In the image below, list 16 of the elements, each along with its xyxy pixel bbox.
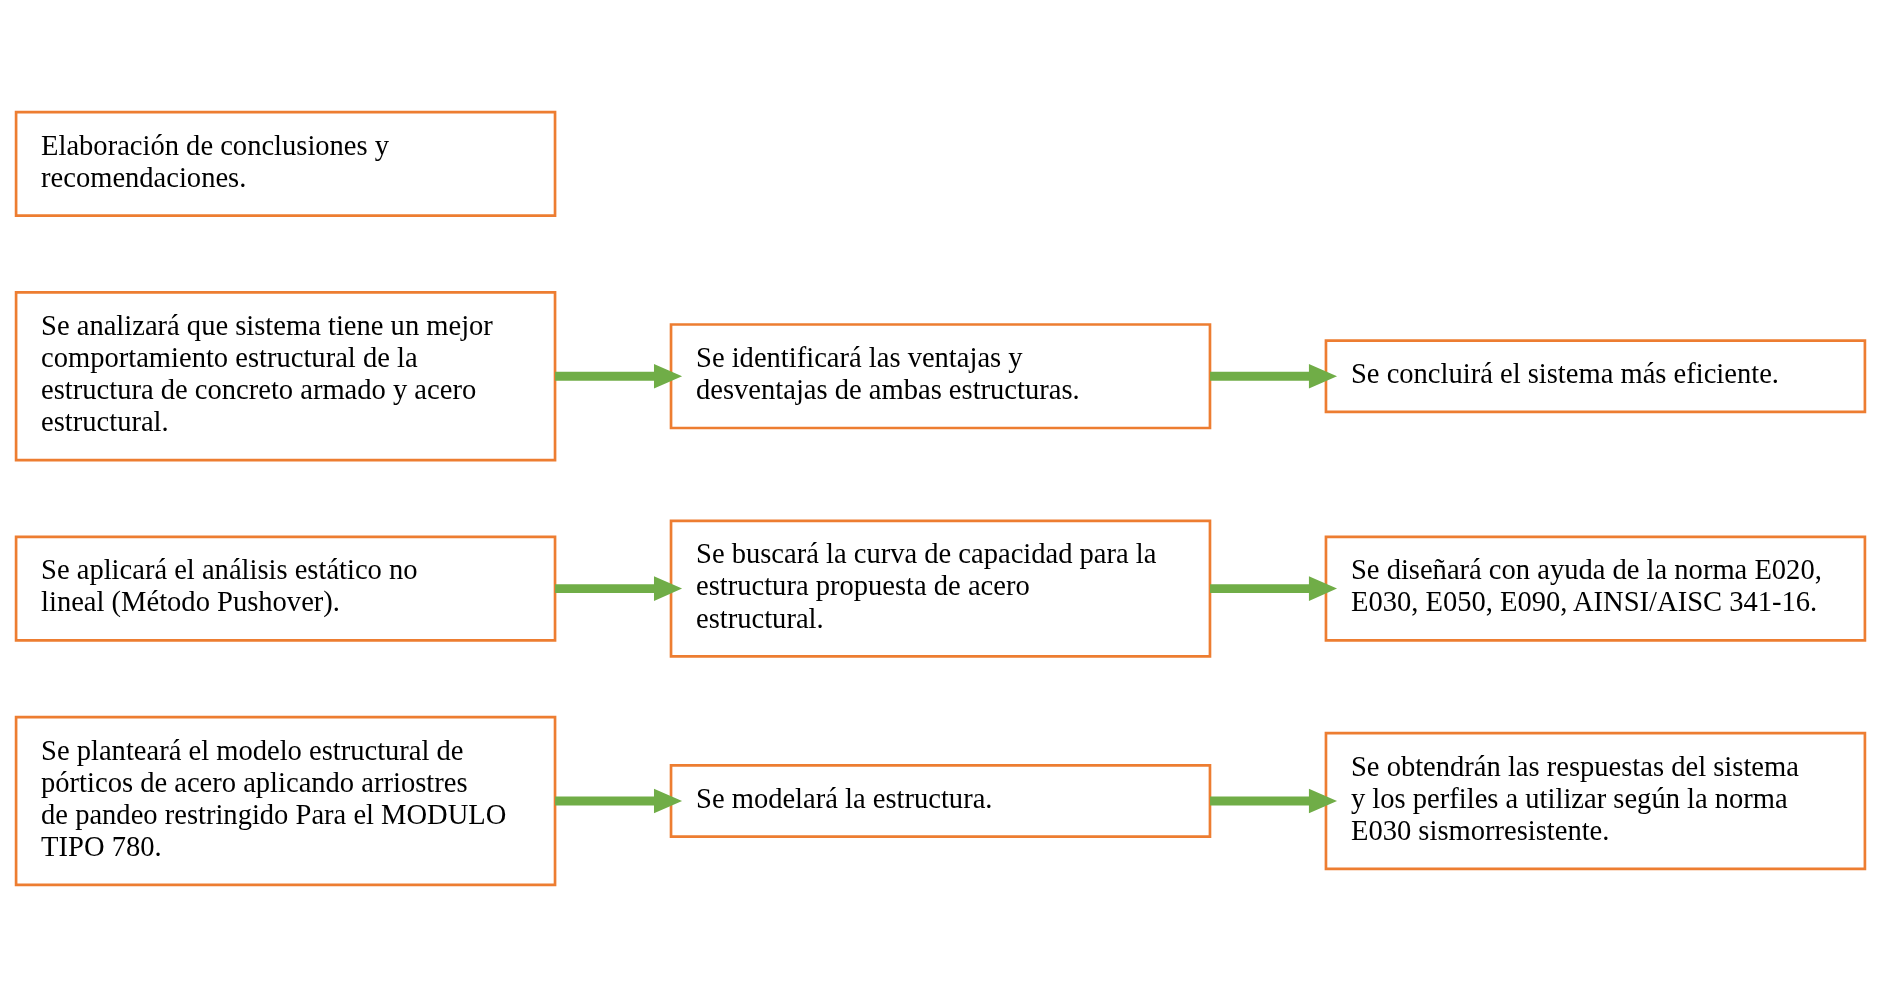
arrow: [1210, 788, 1337, 813]
node-box: Se buscará la curva de capacidad para la estructura propuesta de acero estructural.: [669, 518, 1212, 658]
node-box: Se aplicará el análisis estático no lineal (Método Pushover).: [14, 535, 557, 642]
node-box: Elaboración de conclusiones y recomendaciones.: [14, 110, 557, 217]
arrow: [555, 788, 683, 813]
node-box: Se concluirá el sistema más eficiente.: [1324, 338, 1867, 413]
node-box: Se diseñará con ayuda de la norma E020, E030, E050, E090, AINSI/AISC 341-16.: [1324, 535, 1867, 642]
node-box: Se modelará la estructura.: [669, 763, 1212, 838]
node-box: Se planteará el modelo estructural de pórticos de acero aplicando arriostres de pandeo restringido Para el MODULO TIPO 780.: [14, 715, 557, 886]
arrow: [1210, 575, 1337, 601]
node-box: Se obtendrán las respuestas del sistema y los perfiles a utilizar según la norma E030 sismorresistente.: [1324, 731, 1867, 870]
arrow: [1210, 363, 1337, 389]
arrow: [555, 363, 683, 389]
arrow: [555, 575, 683, 601]
node-box: Se identificará las ventajas y desventajas de ambas estructuras.: [669, 322, 1212, 429]
node-box: Se analizará que sistema tiene un mejor comportamiento estructural de la estructura de concreto armado y acero estructural.: [14, 290, 557, 461]
